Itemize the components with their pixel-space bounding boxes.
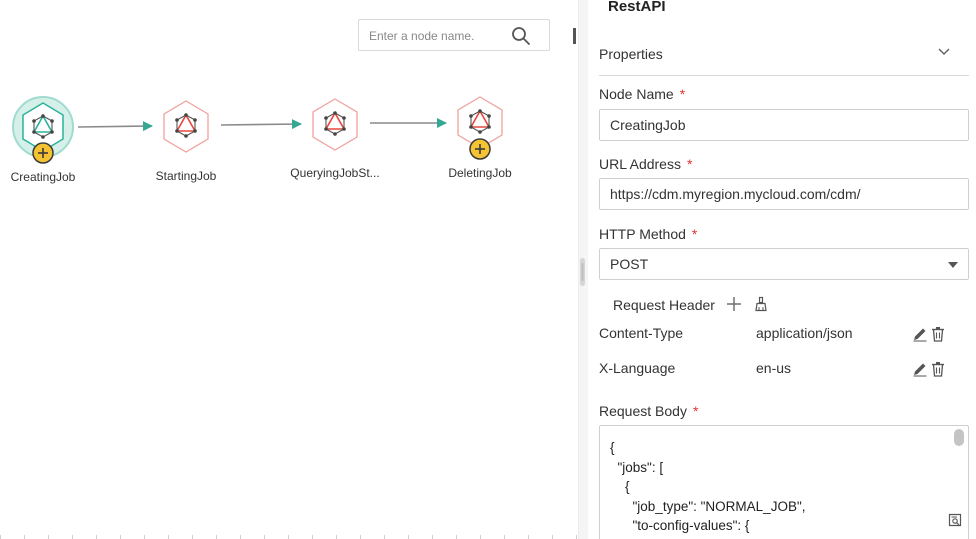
flow-canvas[interactable]: CreatingJob StartingJob QueryingJobSt...… — [0, 0, 578, 539]
clear-icon[interactable] — [753, 296, 769, 312]
add-icon[interactable] — [726, 296, 742, 312]
caret-down-icon — [948, 262, 958, 268]
properties-panel: RestAPI Properties Node Name* URL Addres… — [588, 0, 976, 539]
expand-editor-icon[interactable] — [948, 513, 962, 527]
edit-icon[interactable] — [912, 326, 928, 342]
header-key: Content-Type — [599, 325, 684, 341]
flow-node-queryingjobstatus[interactable] — [312, 98, 358, 151]
canvas-ruler — [0, 535, 578, 539]
request-body-content: { "jobs": [ { "job_type": "NORMAL_JOB", … — [610, 440, 806, 539]
node-name-input[interactable] — [599, 109, 969, 141]
request-body-label: Request Body* — [599, 403, 699, 419]
node-label: CreatingJob — [10, 170, 76, 184]
node-label: StartingJob — [155, 169, 217, 183]
chevron-down-icon[interactable] — [937, 45, 951, 59]
edge-2 — [220, 119, 302, 130]
splitter-grip-icon[interactable] — [580, 258, 585, 286]
search-icon[interactable] — [511, 26, 531, 46]
url-address-input[interactable] — [599, 178, 969, 210]
section-label: Properties — [599, 46, 663, 62]
scrollbar-thumb[interactable] — [954, 429, 964, 446]
node-search-input[interactable] — [369, 26, 509, 46]
header-row: X-Language en-us — [599, 358, 969, 380]
header-row: Content-Type application/json — [599, 323, 969, 345]
panel-title: RestAPI — [608, 0, 666, 15]
http-method-value: POST — [610, 256, 649, 272]
request-body-textarea[interactable]: { "jobs": [ { "job_type": "NORMAL_JOB", … — [599, 425, 969, 539]
node-name-label: Node Name* — [599, 86, 686, 102]
flow-node-creatingjob[interactable] — [12, 96, 74, 164]
url-address-label: URL Address* — [599, 156, 693, 172]
http-method-select[interactable]: POST — [599, 248, 969, 280]
request-header-label: Request Header — [613, 297, 715, 313]
http-method-label: HTTP Method* — [599, 226, 698, 242]
properties-section-header[interactable]: Properties — [599, 38, 969, 76]
flow-graph — [12, 96, 503, 164]
header-value: en-us — [756, 360, 792, 376]
flow-node-deletingjob[interactable] — [457, 96, 503, 160]
edit-icon[interactable] — [912, 361, 928, 377]
delete-icon[interactable] — [930, 361, 946, 377]
flow-node-startingjob[interactable] — [163, 100, 209, 153]
header-key: X-Language — [599, 360, 676, 376]
add-node-badge-icon — [469, 138, 491, 160]
node-label: QueryingJobSt... — [290, 166, 380, 180]
add-node-badge-icon — [32, 142, 54, 164]
node-search-box[interactable] — [358, 19, 550, 51]
header-value: application/json — [756, 325, 853, 341]
node-label: DeletingJob — [448, 166, 512, 180]
delete-icon[interactable] — [930, 326, 946, 342]
toolbar-edge-icon[interactable] — [573, 28, 576, 44]
edge-1 — [77, 121, 153, 132]
